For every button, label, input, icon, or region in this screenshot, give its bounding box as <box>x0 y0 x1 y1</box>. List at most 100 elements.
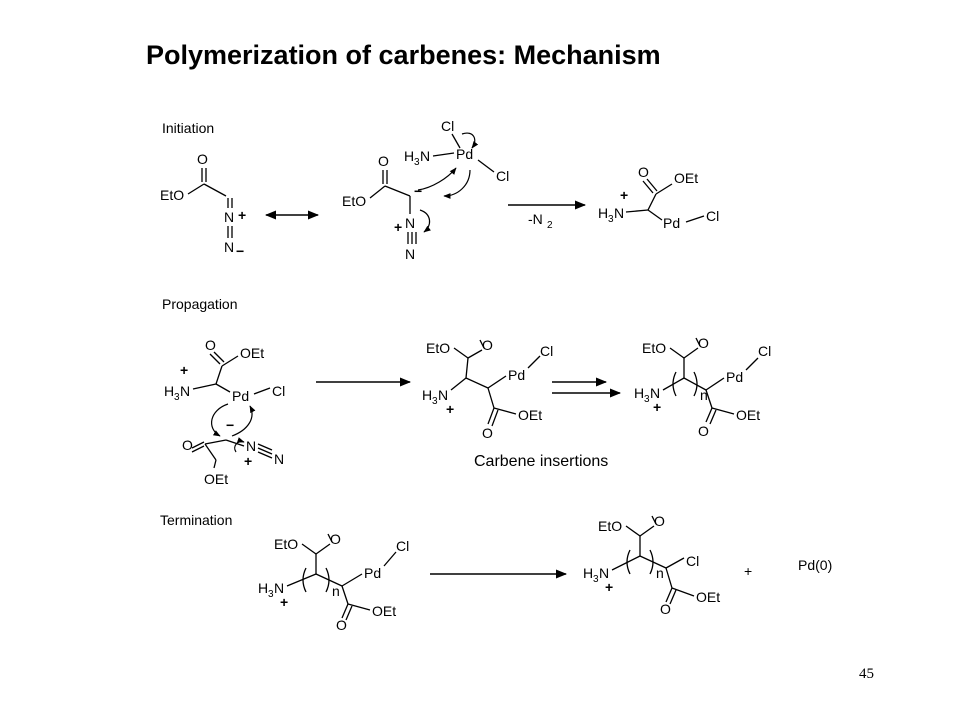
atom-pd: Pd <box>508 367 525 383</box>
atom-n: N <box>246 438 256 454</box>
atom-pd: Pd <box>364 565 381 581</box>
atom-oet: OEt <box>204 471 228 487</box>
atom-oet: OEt <box>674 170 698 186</box>
page-number: 45 <box>859 666 874 682</box>
single-insertion-product: EtO O H 3 N + Pd Cl OEt O <box>422 337 553 441</box>
atom-n: N <box>420 148 430 164</box>
atom-o: O <box>197 151 208 167</box>
atom-h: H <box>258 580 268 596</box>
section-label-termination: Termination <box>160 512 232 528</box>
atom-n-subscript: n <box>332 583 340 599</box>
atom-sub-3: 3 <box>593 574 599 585</box>
atom-sub-3: 3 <box>414 157 420 168</box>
atom-oet: OEt <box>240 345 264 361</box>
atom-n-subscript: n <box>700 387 708 403</box>
atom-cl: Cl <box>686 553 699 569</box>
charge-plus: + <box>605 579 613 595</box>
atom-o: O <box>698 335 709 351</box>
atom-o: O <box>654 513 665 529</box>
atom-sub-3: 3 <box>174 392 180 403</box>
carbene-insertions-label: Carbene insertions <box>474 453 608 470</box>
atom-cl: Cl <box>540 343 553 359</box>
section-label-initiation: Initiation <box>162 120 214 136</box>
atom-cl: Cl <box>706 208 719 224</box>
charge-plus: + <box>653 399 661 415</box>
atom-n: N <box>224 239 234 255</box>
plus-sign: + <box>744 563 752 579</box>
charge-plus: + <box>238 207 246 223</box>
atom-n: N <box>180 383 190 399</box>
atom-h: H <box>404 148 414 164</box>
atom-o: O <box>660 601 671 617</box>
atom-pd: Pd <box>232 388 249 404</box>
diazo-pd-complex: Cl H 3 N Pd Cl O EtO − N + N <box>342 118 509 262</box>
slide-title: Polymerization of carbenes: Mechanism <box>146 40 661 70</box>
atom-eto: EtO <box>342 193 366 209</box>
atom-eto: EtO <box>274 536 298 552</box>
atom-oet: OEt <box>372 603 396 619</box>
minus-n2-label: -N <box>528 211 543 227</box>
charge-plus: + <box>446 401 454 417</box>
polymer-chain-pd: EtO O H 3 N + n Pd Cl OEt O <box>634 335 771 439</box>
atom-oet: OEt <box>696 589 720 605</box>
section-label-propagation: Propagation <box>162 296 238 312</box>
atom-o: O <box>182 437 193 453</box>
atom-n-subscript: n <box>656 565 664 581</box>
atom-h: H <box>422 387 432 403</box>
atom-eto: EtO <box>160 187 184 203</box>
atom-eto: EtO <box>426 340 450 356</box>
charge-plus: + <box>244 453 252 469</box>
atom-cl: Cl <box>396 538 409 554</box>
atom-eto: EtO <box>598 518 622 534</box>
atom-pd: Pd <box>456 146 473 162</box>
charge-plus: + <box>180 362 188 378</box>
atom-h: H <box>598 205 608 221</box>
atom-sub-3: 3 <box>268 589 274 600</box>
atom-sub-3: 3 <box>432 396 438 407</box>
charge-minus: − <box>236 243 244 259</box>
charge-plus: + <box>394 219 402 235</box>
atom-cl: Cl <box>441 118 454 134</box>
atom-o: O <box>638 164 649 180</box>
termination-product: EtO O H 3 N + n Cl OEt O <box>583 513 720 617</box>
minus-n2-subscript: 2 <box>547 220 553 231</box>
atom-pd: Pd <box>726 369 743 385</box>
atom-n: N <box>224 209 234 225</box>
atom-sub-3: 3 <box>644 394 650 405</box>
charge-minus: − <box>414 183 422 199</box>
propagation-reactants: O OEt + H 3 N Pd Cl O OEt − N + N <box>164 337 285 487</box>
atom-n: N <box>599 565 609 581</box>
diazo-ester-resonance-1: O EtO N + N − <box>160 151 246 259</box>
atom-cl: Cl <box>272 383 285 399</box>
termination-reactant: EtO O H 3 N + n Pd Cl OEt O <box>258 531 409 633</box>
atom-n: N <box>274 580 284 596</box>
atom-n: N <box>405 215 415 231</box>
atom-n: N <box>438 387 448 403</box>
atom-o: O <box>330 531 341 547</box>
atom-o: O <box>205 337 216 353</box>
charge-minus: − <box>226 417 234 433</box>
pd0-label: Pd(0) <box>798 557 832 573</box>
atom-oet: OEt <box>736 407 760 423</box>
ammonium-pd-alkyl: O OEt + H 3 N Pd Cl <box>598 164 719 231</box>
charge-plus: + <box>280 594 288 610</box>
atom-n: N <box>614 205 624 221</box>
atom-o: O <box>482 425 493 441</box>
atom-o: O <box>336 617 347 633</box>
atom-h: H <box>634 385 644 401</box>
atom-o: O <box>482 337 493 353</box>
atom-cl: Cl <box>496 168 509 184</box>
charge-plus: + <box>620 187 628 203</box>
atom-h: H <box>583 565 593 581</box>
atom-n: N <box>650 385 660 401</box>
atom-pd: Pd <box>663 215 680 231</box>
atom-n: N <box>405 246 415 262</box>
atom-o: O <box>698 423 709 439</box>
atom-sub-3: 3 <box>608 214 614 225</box>
atom-cl: Cl <box>758 343 771 359</box>
atom-oet: OEt <box>518 407 542 423</box>
atom-n: N <box>274 451 284 467</box>
atom-h: H <box>164 383 174 399</box>
atom-o: O <box>378 153 389 169</box>
